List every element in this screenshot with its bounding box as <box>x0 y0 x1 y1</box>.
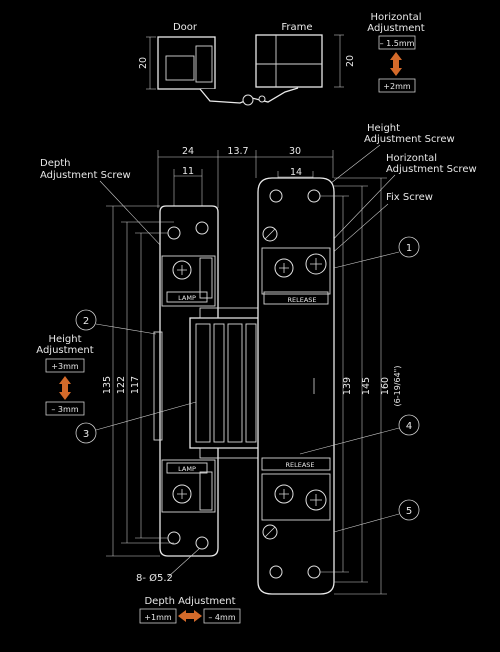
height-adjustment: Height Adjustment +3mm – 3mm <box>36 334 94 416</box>
dim-24: 24 <box>182 146 194 157</box>
door-plate-front: LAMP LAMP <box>159 205 219 557</box>
depth-adjustment: Depth Adjustment +1mm – 4mm <box>139 596 241 624</box>
frame-block <box>255 34 323 88</box>
dim-frame-20: 20 <box>345 55 356 67</box>
horizontal-minus-box <box>378 35 416 50</box>
brand-marking-top: LAMP <box>178 294 196 302</box>
part-number-1-circle <box>398 236 420 258</box>
dim-117: 117 <box>130 376 141 394</box>
top-dimensions: 24 13.7 30 11 14 <box>157 146 334 232</box>
horizontal-plus-box <box>378 78 416 93</box>
release-marking-bottom: RELEASE <box>285 461 314 469</box>
release-marking-top: RELEASE <box>287 296 316 304</box>
part-number-4: 4 <box>406 421 412 432</box>
depth-screw-label-2: Adjustment Screw <box>40 170 131 181</box>
depth-plus-box <box>139 608 177 624</box>
dim-135: 135 <box>102 376 113 394</box>
height-plus-value: +3mm <box>51 362 79 371</box>
dim-30: 30 <box>289 146 301 157</box>
horizontal-plus-value: +2mm <box>383 82 411 91</box>
dim-11: 11 <box>182 166 194 177</box>
right-dimensions: 139 145 160 (6-19/64") <box>320 177 402 595</box>
depth-double-arrow-icon <box>178 610 202 622</box>
dim-13-7: 13.7 <box>227 146 248 157</box>
horizontal-adjustment-title-2: Adjustment <box>367 23 424 34</box>
horizontal-adjustment-title-1: Horizontal <box>370 12 421 23</box>
mount-hole-icon <box>195 221 209 235</box>
part-number-5: 5 <box>406 506 412 517</box>
mount-hole-icon <box>307 189 321 203</box>
depth-plus-value: +1mm <box>144 613 172 622</box>
depth-screw-label-1: Depth <box>40 158 70 169</box>
mount-hole-icon <box>195 536 209 550</box>
depth-minus-box <box>203 608 241 624</box>
part-number-4-circle <box>398 414 420 436</box>
height-screw-label-1: Height <box>367 123 400 134</box>
door-plate <box>195 45 213 83</box>
hole-diameter-label: 8- Ø5.2 <box>136 572 173 584</box>
dim-160-inch: (6-19/64") <box>393 366 402 407</box>
mount-hole-icon <box>167 531 181 545</box>
dim-160: 160 <box>380 377 391 395</box>
height-double-arrow-icon <box>59 376 71 400</box>
part-number-2-circle <box>75 309 97 331</box>
door-mechanism <box>165 55 195 81</box>
top-view: Door Frame 20 20 <box>138 22 356 106</box>
door-label: Door <box>173 22 198 33</box>
frame-plate-front: RELEASE RELEASE <box>257 177 335 595</box>
part-number-3-circle <box>75 422 97 444</box>
door-block <box>157 36 216 90</box>
height-minus-box <box>45 401 85 416</box>
hole-callout: 8- Ø5.2 <box>136 547 201 584</box>
height-adjustment-title-1: Height <box>48 334 81 345</box>
dim-14: 14 <box>290 167 302 178</box>
depth-adjustment-title: Depth Adjustment <box>144 596 235 607</box>
dim-139: 139 <box>342 377 353 395</box>
part-number-2: 2 <box>83 316 89 327</box>
height-screw-label-2: Adjustment Screw <box>364 134 455 145</box>
part-number-5-circle <box>398 499 420 521</box>
dim-145: 145 <box>361 377 372 395</box>
horizontal-adjustment: Horizontal Adjustment – 1.5mm +2mm <box>367 12 425 93</box>
horizontal-screw-label-1: Horizontal <box>386 153 437 164</box>
depth-minus-value: – 4mm <box>208 613 235 622</box>
mount-hole-icon <box>269 565 283 579</box>
part-number-callouts: 1 2 3 4 5 <box>75 236 420 533</box>
part-number-3: 3 <box>83 429 89 440</box>
height-minus-value: – 3mm <box>51 405 78 414</box>
mount-hole-icon <box>269 189 283 203</box>
frame-label: Frame <box>281 22 312 33</box>
left-dimensions: 135 122 117 <box>102 205 174 557</box>
mount-hole-icon <box>167 226 181 240</box>
horizontal-minus-value: – 1.5mm <box>380 39 415 48</box>
height-adjustment-title-2: Adjustment <box>36 345 93 356</box>
dim-door-20: 20 <box>138 57 149 69</box>
fix-screw-label: Fix Screw <box>386 192 433 203</box>
brand-marking-bottom: LAMP <box>178 465 196 473</box>
horizontal-double-arrow-icon <box>390 52 402 76</box>
dim-122: 122 <box>116 376 127 394</box>
mount-hole-icon <box>307 565 321 579</box>
horizontal-screw-label-2: Adjustment Screw <box>386 164 477 175</box>
height-plus-box <box>45 358 85 373</box>
part-number-1: 1 <box>406 243 412 254</box>
